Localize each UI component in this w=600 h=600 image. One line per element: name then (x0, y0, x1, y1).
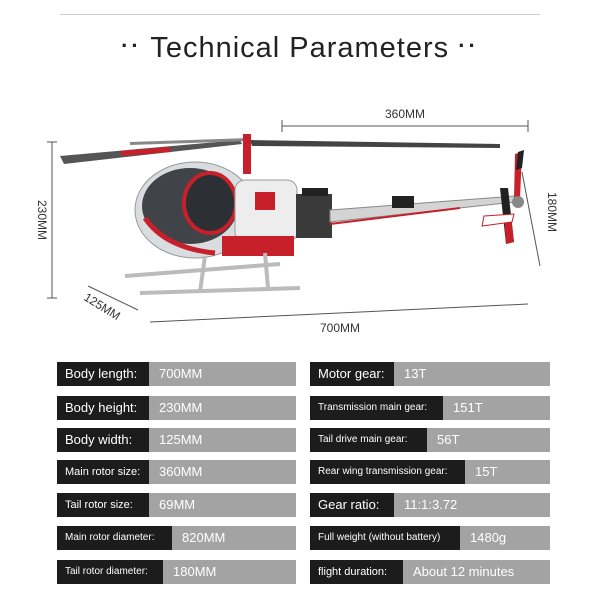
spec-value: 69MM (149, 493, 296, 517)
tail-dimension (521, 171, 541, 267)
spec-value: About 12 minutes (403, 560, 550, 584)
spec-label: Tail rotor diameter: (57, 560, 163, 584)
spec-label: Motor gear: (310, 362, 394, 386)
spec-row: Body length: 700MM (57, 362, 296, 386)
main-rotor-blades (60, 134, 500, 174)
spec-row: Full weight (without battery) 1480g (310, 526, 550, 550)
length-dim-label: 700MM (320, 321, 360, 335)
spec-row: Gear ratio: 11:1:3.72 (310, 493, 550, 517)
spec-label: Tail rotor size: (57, 493, 149, 517)
spec-value: 56T (427, 428, 550, 452)
spec-value: 180MM (163, 560, 296, 584)
spec-value: 700MM (149, 362, 296, 386)
spec-label: flight duration: (310, 560, 403, 584)
spec-row: Tail drive main gear: 56T (310, 428, 550, 452)
top-divider (60, 14, 540, 15)
main-rotor-dimension (281, 120, 529, 132)
spec-row: Main rotor diameter: 820MM (57, 526, 296, 550)
tail-rotor (481, 150, 524, 244)
spec-value: 125MM (149, 428, 296, 452)
landing-skids (124, 252, 301, 295)
body (222, 179, 332, 256)
spec-row: flight duration: About 12 minutes (310, 560, 550, 584)
spec-label: Transmission main gear: (310, 396, 443, 420)
spec-row: Main rotor size: 360MM (57, 460, 296, 484)
main-rotor-dim-label: 360MM (385, 107, 425, 121)
height-dim-label: 230MM (35, 200, 49, 240)
title-dots-left: ·· (121, 33, 142, 58)
length-dimension (149, 303, 529, 323)
helicopter-diagram: 360MM 230MM 125MM 700MM 180MM (35, 107, 559, 335)
spec-label: Main rotor size: (57, 460, 149, 484)
spec-label: Body length: (57, 362, 149, 386)
spec-value: 1480g (460, 526, 550, 550)
spec-row: Tail rotor size: 69MM (57, 493, 296, 517)
spec-row: Transmission main gear: 151T (310, 396, 550, 420)
spec-label: Rear wing transmission gear: (310, 460, 465, 484)
spec-label: Body width: (57, 428, 149, 452)
spec-row: Tail rotor diameter: 180MM (57, 560, 296, 584)
spec-row: Body width: 125MM (57, 428, 296, 452)
spec-label: Main rotor diameter: (57, 526, 172, 550)
title-dots-right: ·· (458, 33, 479, 58)
spec-value: 230MM (149, 396, 296, 420)
title-text: Technical Parameters (150, 32, 450, 64)
spec-row: Rear wing transmission gear: 15T (310, 460, 550, 484)
spec-value: 360MM (149, 460, 296, 484)
spec-row: Body height: 230MM (57, 396, 296, 420)
cabin (134, 161, 256, 259)
spec-value: 820MM (172, 526, 296, 550)
spec-value: 15T (465, 460, 550, 484)
tail-dim-label: 180MM (545, 192, 559, 232)
spec-label: Body height: (57, 396, 149, 420)
width-dimension (87, 285, 139, 311)
spec-label: Tail drive main gear: (310, 428, 427, 452)
spec-value: 13T (394, 362, 550, 386)
height-dimension (47, 141, 57, 299)
spec-row: Motor gear: 13T (310, 362, 550, 386)
spec-label: Full weight (without battery) (310, 526, 460, 550)
spec-label: Gear ratio: (310, 493, 394, 517)
spec-value: 11:1:3.72 (394, 493, 550, 517)
width-dim-label: 125MM (81, 290, 122, 323)
page-title: ·· Technical Parameters ·· (0, 32, 600, 65)
spec-value: 151T (443, 396, 550, 420)
